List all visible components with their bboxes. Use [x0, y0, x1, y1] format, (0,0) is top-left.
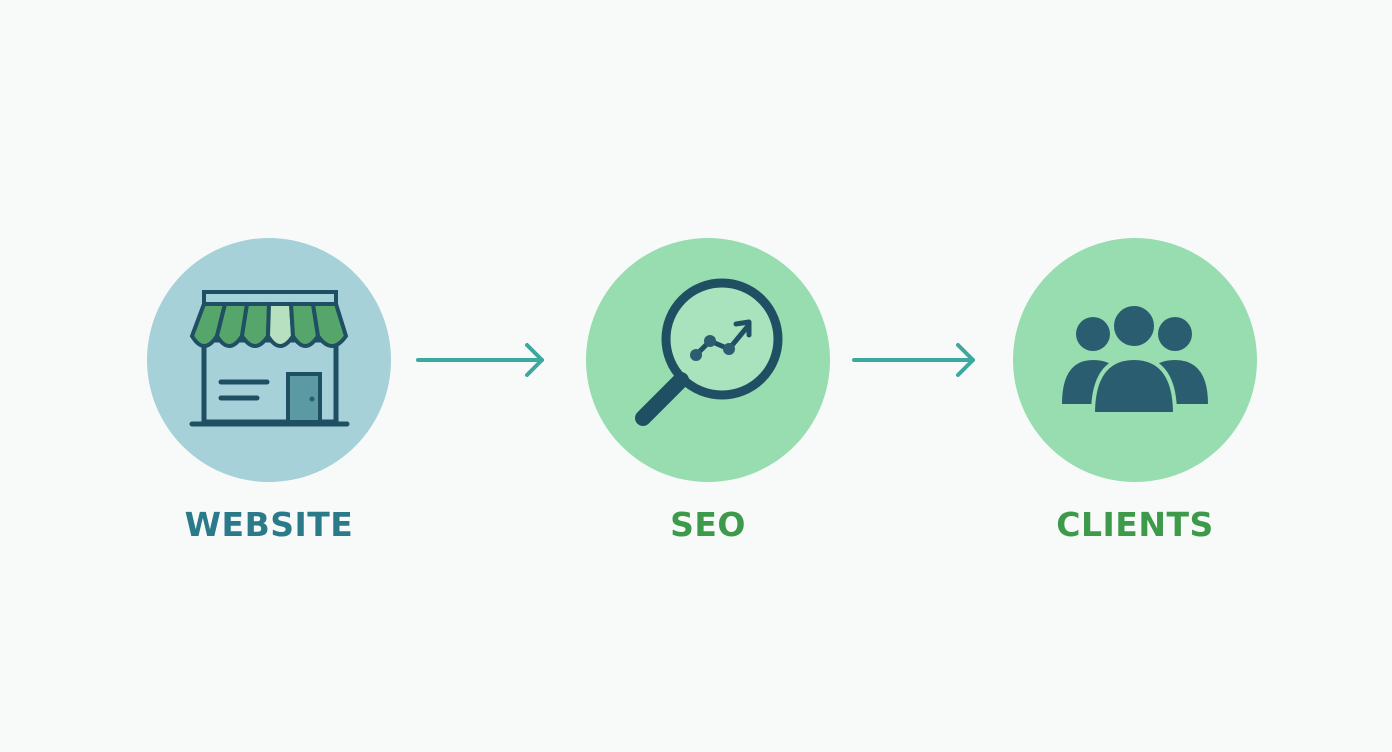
arrow-right-icon	[416, 343, 544, 377]
people-group-icon	[1062, 302, 1208, 416]
storefront-icon	[189, 290, 350, 427]
website-label: WEBSITE	[184, 505, 354, 544]
seo-label: SEO	[670, 505, 746, 544]
arrow-right-icon	[852, 343, 975, 377]
clients-label: CLIENTS	[1056, 505, 1214, 544]
seo-node-circle	[586, 238, 830, 482]
clients-node-circle	[1013, 238, 1257, 482]
website-node-circle	[147, 238, 391, 482]
magnifier-chart-icon	[635, 278, 783, 426]
